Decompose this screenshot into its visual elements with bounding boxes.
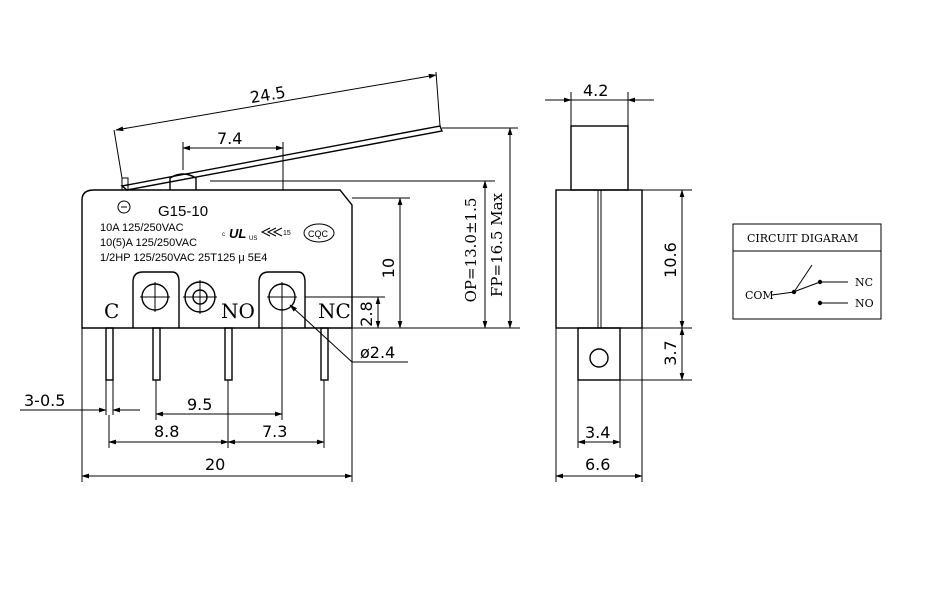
dim-label-3-4: 3.4 [585,423,610,442]
terminal-pins [105,327,329,381]
side-terminal-hole [589,348,609,368]
terminal-nc-pad [258,271,306,328]
switch-body [81,189,353,329]
plunger-bump [169,173,197,190]
rating-line-2: 10(5)A 125/250VAC [100,237,197,249]
dim-label-10: 10 [379,258,398,278]
ul-mark-icon: c UL US [222,226,257,242]
dim-body-width: 20 [81,328,353,482]
brand-logo-icon [117,200,131,214]
dim-label-7-4: 7.4 [217,129,242,148]
dim-terminal-height: 3.7 [620,327,692,381]
dim-plunger-width: 4.2 [545,81,654,126]
dim-label-op: OP=13.0±1.5 [462,198,480,303]
terminal-label-nc: NC [318,299,351,323]
ce-mark-icon: 15 [260,227,291,237]
no-label: NO [855,297,874,310]
terminal-c-pad [132,271,180,328]
cert-us: US [249,236,257,242]
side-terminal [577,327,621,381]
rivet-hole [183,280,217,314]
dim-label-dia: ø2.4 [360,343,395,362]
dim-label-8-8: 8.8 [154,422,179,441]
terminal-label-no: NO [221,299,255,323]
dim-label-9-5: 9.5 [187,395,212,414]
dim-label-20: 20 [205,455,225,474]
dim-label-10-6: 10.6 [661,242,680,278]
dim-body-height: 10 [352,197,410,329]
cert-ul: UL [229,226,246,241]
dim-operating-position: OP=13.0±1.5 [210,180,520,329]
terminal-label-c: C [104,299,119,323]
rating-line-3: 1/2HP 125/250VAC 25T125 μ 5E4 [100,252,267,264]
dim-label-2-8: 2.8 [357,301,376,326]
nc-label: NC [855,276,873,289]
dim-terminal-width: 3.4 [577,380,621,448]
com-label: COM [745,289,774,302]
dim-hole-diameter: ø2.4 [289,304,408,363]
front-view: G15-10 10A 125/250VAC 10(5)A 125/250VAC … [20,71,520,482]
dim-label-3-0-5: 3-0.5 [24,391,65,410]
dim-side-depth: 6.6 [555,328,643,482]
switch-blade [793,264,813,293]
cert-15: 15 [283,230,291,237]
dim-label-fp: FP=16.5 Max [488,192,506,297]
circuit-diagram: CIRCUIT DIGARAM COM NC NO [732,223,882,320]
dim-pin-spacing-row: 8.8 7.3 [108,380,325,448]
side-plunger [570,125,629,191]
dim-label-24-5: 24.5 [249,83,287,108]
dim-label-3-7: 3.7 [661,340,680,365]
cert-cqc: CQC [308,229,329,239]
dim-pin-spacing-c-nc: 9.5 [155,312,283,420]
dim-label-4-2: 4.2 [583,81,608,100]
cqc-mark-icon: CQC [303,223,335,243]
dim-plunger-offset: 7.4 [182,129,284,190]
model-label: G15-10 [158,203,208,220]
dim-hole-height: 2.8 [305,296,385,329]
dim-label-6-6: 6.6 [585,455,610,474]
dim-side-height: 10.6 [642,189,692,329]
circuit-diagram-title: CIRCUIT DIGARAM [747,232,858,245]
side-view: 4.2 10.6 3.7 3.4 6.6 [545,81,692,482]
dim-pin-thickness: 3-0.5 [20,380,140,415]
side-body [555,189,643,329]
dim-free-position: FP=16.5 Max [442,127,518,329]
circuit-diagram-box [732,223,882,320]
cert-c: c [222,232,225,238]
rating-line-1: 10A 125/250VAC [100,222,184,234]
dim-label-7-3: 7.3 [262,422,287,441]
